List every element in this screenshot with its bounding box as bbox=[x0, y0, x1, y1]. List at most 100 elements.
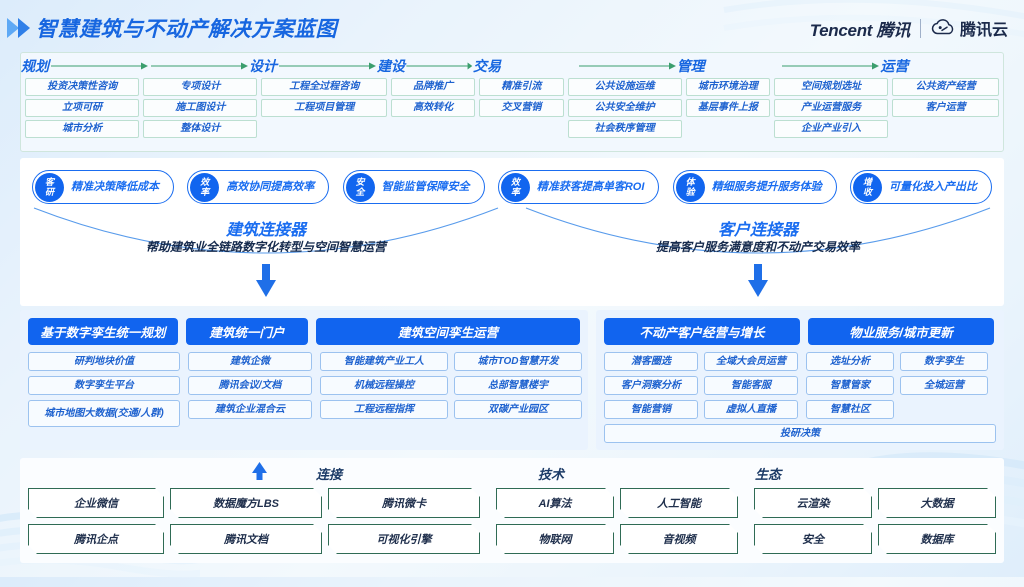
stage-tag[interactable]: 公共设施运维 bbox=[567, 78, 682, 96]
solution-chip[interactable]: 虚拟人直播 bbox=[704, 400, 798, 419]
value-badge-text: 智能监管保障安全 bbox=[381, 180, 470, 193]
stage-tag[interactable]: 立项可研 bbox=[25, 99, 140, 117]
solution-chip[interactable]: 数字孪生 bbox=[900, 352, 988, 371]
solution-chip[interactable]: 智能建筑产业工人 bbox=[320, 352, 448, 371]
value-badge-tag: 客研 bbox=[35, 172, 64, 202]
foundation-card[interactable]: 人工智能 bbox=[620, 488, 738, 518]
stage-tag[interactable]: 品牌推广 bbox=[390, 78, 476, 96]
stage-tag[interactable]: 城市环境治理 bbox=[685, 78, 771, 96]
chip-full-width[interactable]: 投研决策 bbox=[604, 424, 996, 443]
stage-tag[interactable]: 企业产业引入 bbox=[774, 120, 889, 138]
foundation-card[interactable]: 腾讯企点 bbox=[28, 524, 164, 554]
foundation-card[interactable]: 数据库 bbox=[878, 524, 996, 554]
solution-chip[interactable]: 工程远程指挥 bbox=[320, 400, 448, 419]
foundation-card[interactable]: 可视化引擎 bbox=[328, 524, 480, 554]
solution-chip[interactable]: 全域大会员运营 bbox=[704, 352, 798, 371]
solution-header[interactable]: 建筑统一门户 bbox=[185, 318, 308, 345]
solution-chip[interactable]: 智慧社区 bbox=[806, 400, 894, 419]
stage-tag[interactable]: 专项设计 bbox=[143, 78, 258, 96]
stage-header-运营: 运营 bbox=[780, 56, 908, 76]
stage-tag[interactable]: 工程全过程咨询 bbox=[261, 78, 387, 96]
stage-tag[interactable]: 精准引流 bbox=[479, 78, 564, 96]
solution-chip[interactable]: 智慧管家 bbox=[806, 376, 894, 395]
solution-chip[interactable]: 智能营销 bbox=[604, 400, 698, 419]
stage-tag[interactable]: 城市分析 bbox=[25, 120, 140, 138]
stage-tag[interactable]: 空间规划选址 bbox=[774, 78, 889, 96]
value-badge[interactable]: 效率高效协同提高效率 bbox=[187, 170, 330, 204]
solution-chip[interactable]: 总部智慧楼宇 bbox=[454, 376, 582, 395]
foundation-card[interactable]: 腾讯微卡 bbox=[328, 488, 480, 518]
stage-tag[interactable]: 施工图设计 bbox=[143, 99, 258, 117]
solution-chip[interactable]: 腾讯会议/文档 bbox=[188, 376, 312, 395]
connector-arc bbox=[33, 207, 499, 254]
solution-column: 建筑企微腾讯会议/文档建筑企业混合云 bbox=[188, 352, 312, 427]
solution-chip[interactable]: 城市地图大数据(交通/人群) bbox=[28, 400, 180, 427]
stage-tag[interactable]: 工程项目管理 bbox=[261, 99, 387, 117]
stage-arrow-icon bbox=[578, 62, 676, 69]
value-badge[interactable]: 安全智能监管保障安全 bbox=[342, 170, 485, 204]
up-arrow-icon bbox=[252, 462, 267, 480]
solution-column: 全域大会员运营智能客服虚拟人直播 bbox=[704, 352, 798, 419]
solution-chip[interactable]: 智能客服 bbox=[704, 376, 798, 395]
stage-tag[interactable]: 社会秩序管理 bbox=[567, 120, 682, 138]
solution-header[interactable]: 基于数字孪生统一规划 bbox=[28, 318, 178, 345]
foundation-card[interactable]: 企业微信 bbox=[28, 488, 164, 518]
solution-chip[interactable]: 选址分析 bbox=[806, 352, 894, 371]
stage-tag[interactable]: 产业运营服务 bbox=[774, 99, 889, 117]
stage-tag[interactable]: 交叉营销 bbox=[479, 99, 564, 117]
solution-header[interactable]: 物业服务/城市更新 bbox=[808, 318, 994, 345]
solution-chip[interactable]: 潜客圈选 bbox=[604, 352, 698, 371]
connector-subtitle: 提高客户服务满意度和不动产交易效率 bbox=[655, 240, 860, 254]
stage-tag[interactable]: 基层事件上报 bbox=[685, 99, 771, 117]
foundation-card[interactable]: 数据魔方LBS bbox=[170, 488, 322, 518]
connector-customer: 客户连接器提高客户服务满意度和不动产交易效率 bbox=[512, 204, 1004, 300]
solution-chip[interactable]: 研判地块价值 bbox=[28, 352, 180, 371]
value-badge-text: 精准决策降低成本 bbox=[71, 180, 159, 193]
foundation-column: 云渲染安全 bbox=[754, 488, 872, 554]
foundation-card[interactable]: 云渲染 bbox=[754, 488, 872, 518]
foundation-card[interactable]: 腾讯文档 bbox=[170, 524, 322, 554]
stage-tag[interactable]: 整体设计 bbox=[143, 120, 258, 138]
solution-chip[interactable]: 数字孪生平台 bbox=[28, 376, 180, 395]
stage-tag[interactable]: 高效转化 bbox=[390, 99, 476, 117]
value-badge-text: 可量化投入产出比 bbox=[888, 180, 977, 193]
title-arrow-icon bbox=[7, 18, 30, 38]
foundation-card[interactable]: AI算法 bbox=[496, 488, 614, 518]
foundation-card[interactable]: 物联网 bbox=[496, 524, 614, 554]
stage-tag-column: 品牌推广高效转化 bbox=[390, 78, 476, 138]
solution-group: 潜客圈选客户洞察分析智能营销全域大会员运营智能客服虚拟人直播 bbox=[604, 352, 798, 419]
solution-group: 智能建筑产业工人机械远程操控工程远程指挥 城市TOD智慧开发总部智慧楼宇双碳产业园… bbox=[320, 352, 582, 427]
value-badge[interactable]: 体验精细服务提升服务体验 bbox=[672, 170, 837, 204]
solution-chip[interactable]: 城市TOD智慧开发 bbox=[454, 352, 582, 371]
stage-tag[interactable]: 公共安全维护 bbox=[567, 99, 682, 117]
customer-solution-headers: 不动产客户经营与增长物业服务/城市更新 bbox=[604, 318, 996, 345]
solution-column: 潜客圈选客户洞察分析智能营销 bbox=[604, 352, 698, 419]
solution-column: 选址分析智慧管家智慧社区 bbox=[806, 352, 894, 419]
solution-chip[interactable]: 机械远程操控 bbox=[320, 376, 448, 395]
solution-header[interactable]: 不动产客户经营与增长 bbox=[604, 318, 800, 345]
stage-tag[interactable]: 客户运营 bbox=[892, 99, 999, 117]
stage-name-label: 管理 bbox=[676, 57, 705, 74]
connector-subtitle: 帮助建筑业全链路数字化转型与空间智慧运营 bbox=[145, 240, 386, 254]
stage-tag-column: 投资决策性咨询立项可研城市分析 bbox=[25, 78, 140, 138]
solution-chip[interactable]: 建筑企微 bbox=[188, 352, 312, 371]
solution-chip[interactable]: 客户洞察分析 bbox=[604, 376, 698, 395]
value-badge[interactable]: 效率精准获客提高单客ROI bbox=[497, 170, 660, 204]
solution-chip[interactable]: 建筑企业混合云 bbox=[188, 400, 312, 419]
connector-title: 建筑连接器 bbox=[225, 222, 306, 239]
value-badge-tag: 效率 bbox=[500, 172, 530, 202]
stage-tag[interactable]: 投资决策性咨询 bbox=[25, 78, 140, 96]
stage-header-管理: 管理 bbox=[577, 56, 705, 76]
foundation-card[interactable]: 音视频 bbox=[620, 524, 738, 554]
stage-tag[interactable]: 公共资产经营 bbox=[892, 78, 999, 96]
value-badge[interactable]: 增收可量化投入产出比 bbox=[849, 170, 992, 204]
solution-chip[interactable]: 全城运营 bbox=[900, 376, 988, 395]
solution-chip[interactable]: 双碳产业园区 bbox=[454, 400, 582, 419]
stage-arrow-icon bbox=[406, 62, 473, 69]
value-badge[interactable]: 客研精准决策降低成本 bbox=[32, 170, 174, 204]
foundation-card[interactable]: 大数据 bbox=[878, 488, 996, 518]
stage-header-设计: 设计 bbox=[149, 56, 277, 76]
foundation-card[interactable]: 安全 bbox=[754, 524, 872, 554]
stage-tag-column: 空间规划选址产业运营服务企业产业引入 bbox=[774, 78, 889, 138]
solution-header[interactable]: 建筑空间孪生运营 bbox=[315, 318, 580, 345]
